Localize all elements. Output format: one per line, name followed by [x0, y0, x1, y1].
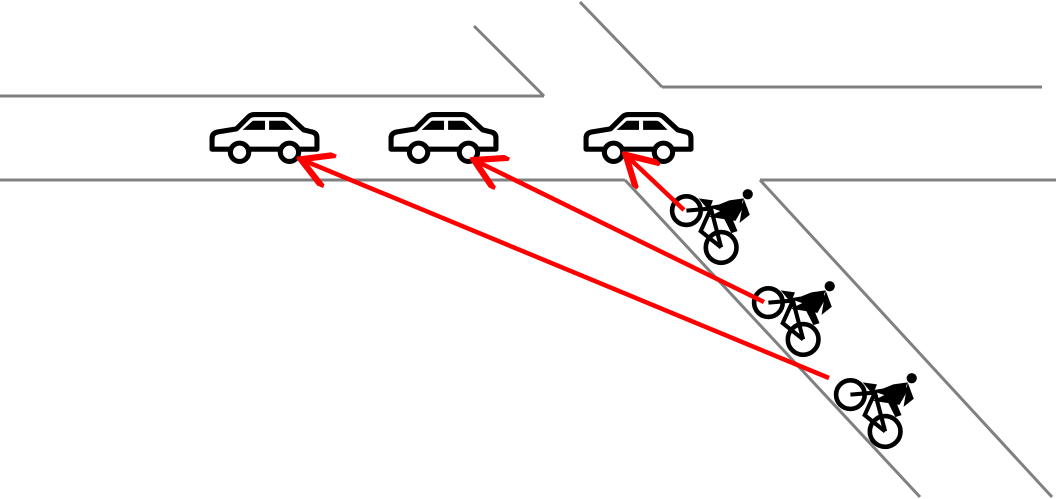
- arrow-bicycle-3-to-car-1: [305, 161, 830, 381]
- branch-road-left-edge-lower: [623, 178, 922, 499]
- branch-road-right-edge-upper: [578, 0, 664, 89]
- bicycle-icon: [672, 189, 753, 263]
- car-icon: [212, 115, 317, 162]
- bicycle-icon: [754, 281, 835, 355]
- arrows: [305, 158, 830, 381]
- branch-road-left-edge-upper: [472, 24, 546, 98]
- branch-road-right-edge-lower: [758, 178, 1054, 499]
- bicycle-icon: [836, 373, 917, 447]
- arrow-bicycle-2-to-car-2: [478, 162, 765, 305]
- bicycles: [672, 189, 917, 447]
- car-icon: [391, 115, 496, 162]
- arrow-bicycle-1-to-car-3: [629, 158, 686, 212]
- cars: [212, 115, 691, 162]
- car-icon: [586, 115, 691, 162]
